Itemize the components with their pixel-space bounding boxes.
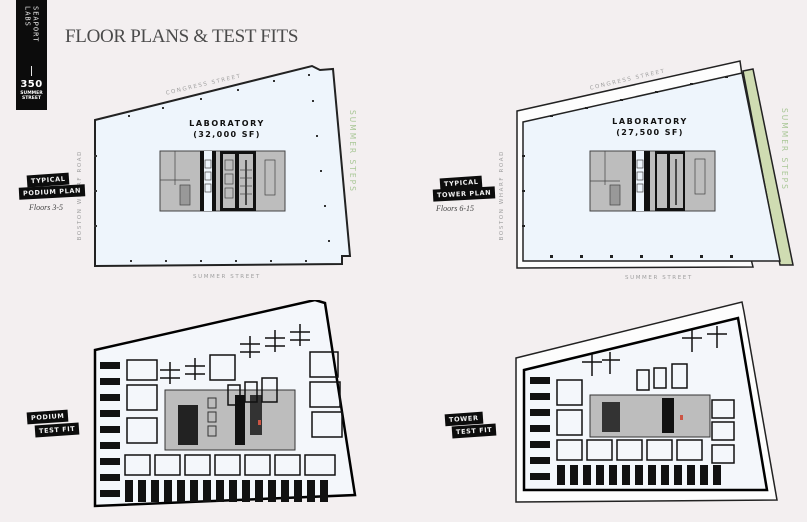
brand-name: SEAPORT LABS	[23, 6, 40, 43]
tower-plan-tag-line2: TOWER PLAN	[432, 186, 496, 202]
tower-test-fit-tag-line2: TEST FIT	[451, 423, 497, 439]
address-street-line2: STREET	[22, 96, 41, 101]
summer-steps-label: SUMMER STEPS	[348, 110, 357, 193]
address-street-line1: SUMMER	[20, 91, 43, 96]
spine-divider	[31, 66, 32, 76]
lab-area: (27,500 SF)	[616, 128, 684, 137]
podium-test-fit-drawing	[90, 300, 370, 520]
building-core	[159, 150, 286, 212]
page-title: FLOOR PLANS & TEST FITS	[65, 26, 299, 47]
podium-plan-tag-line2: PODIUM PLAN	[18, 184, 86, 200]
podium-plan-floors: Floors 3-5	[29, 203, 63, 212]
podium-plan-drawing: CONGRESS STREET SUMMER STREET BOSTON WHA…	[77, 60, 380, 280]
tower-plan-floors: Floors 6-15	[436, 204, 474, 213]
podium-test-fit-tag-line2: TEST FIT	[34, 422, 80, 438]
lab-area: (32,000 SF)	[193, 130, 261, 139]
tower-plan-drawing: CONGRESS STREET SUMMER STREET BOSTON WHA…	[499, 55, 805, 281]
podium-test-fit-tag-line1: PODIUM	[26, 409, 69, 425]
lab-label: LABORATORY	[612, 117, 688, 126]
tower-test-fit-drawing	[512, 290, 802, 515]
address-number: 350	[20, 79, 43, 90]
address-street: SUMMER STREET	[16, 91, 47, 101]
summer-steps-label: SUMMER STEPS	[780, 108, 789, 191]
lab-label: LABORATORY	[189, 119, 265, 128]
street-label-south: SUMMER STREET	[625, 275, 693, 281]
street-label-south: SUMMER STREET	[193, 274, 261, 280]
street-label-west: BOSTON WHARF ROAD	[499, 150, 505, 241]
brand-spine: SEAPORT LABS 350 SUMMER STREET	[16, 0, 47, 110]
building-core	[589, 150, 716, 212]
